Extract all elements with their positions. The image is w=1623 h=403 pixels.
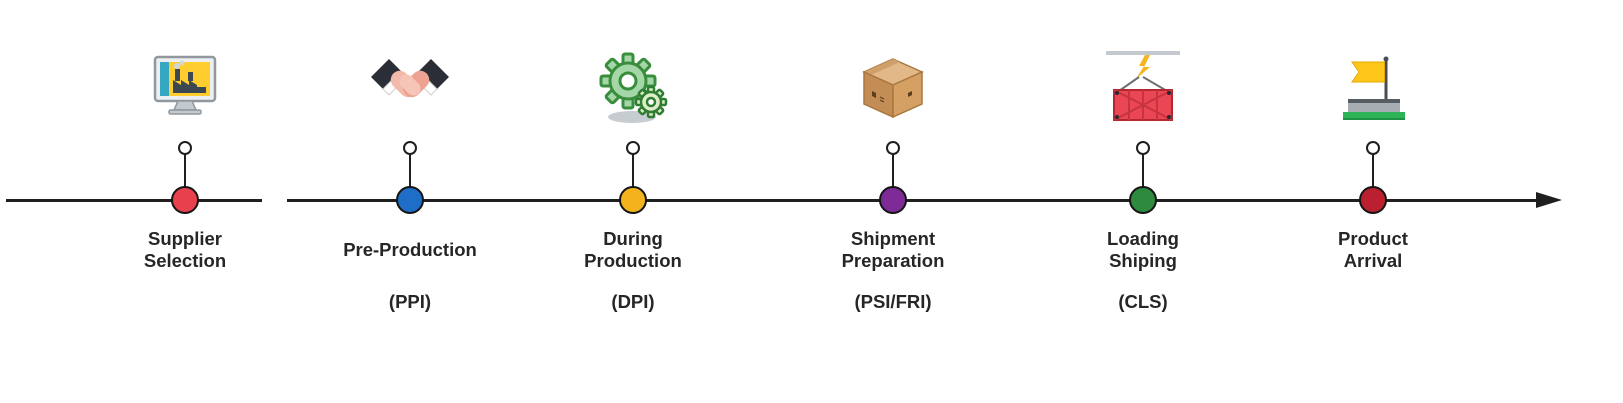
label-line2: Production: [584, 250, 682, 271]
label-line2: Selection: [143, 250, 227, 271]
label-line2: Preparation: [841, 250, 945, 271]
factory-monitor-icon: [140, 47, 230, 137]
connector-stem: [1372, 154, 1374, 187]
timeline-axis-segment-2: [287, 199, 1538, 202]
milestone-acronym: (PSI/FRI): [854, 291, 932, 312]
label-line1: Pre-Production: [343, 239, 477, 260]
gears-icon-svg: [599, 52, 668, 123]
handshake-icon-svg: [371, 59, 449, 98]
milestone-acronym: (PPI): [388, 291, 432, 312]
factory-monitor-icon-svg: [153, 55, 217, 115]
connector-stem: [184, 154, 186, 187]
connector-circle: [1366, 141, 1380, 155]
label-line1: Loading: [1107, 228, 1179, 249]
arrival-flag-icon-svg: [1343, 56, 1405, 120]
gears-icon: [588, 47, 678, 137]
milestone-label: Supplier Selection: [75, 227, 295, 273]
cardboard-box-icon: [848, 47, 938, 137]
cargo-container-icon-svg: [1106, 51, 1180, 121]
label-line1: Shipment: [850, 228, 936, 249]
milestone-dot: [1129, 186, 1157, 214]
label-line1: Supplier: [147, 228, 222, 249]
label-line1: During: [603, 228, 663, 249]
connector-circle: [403, 141, 417, 155]
connector-circle: [626, 141, 640, 155]
label-line2: Shiping: [1109, 250, 1177, 271]
milestone-label: Pre-Production: [300, 227, 520, 273]
label-line1: Product: [1338, 228, 1408, 249]
milestone-label: Loading Shiping: [1033, 227, 1253, 273]
milestone-label: During Production: [523, 227, 743, 273]
arrival-flag-icon: [1328, 47, 1418, 137]
cardboard-box-icon-svg: [862, 58, 924, 119]
connector-stem: [409, 154, 411, 187]
milestone-dot: [396, 186, 424, 214]
milestone-dot: [619, 186, 647, 214]
connector-stem: [632, 154, 634, 187]
milestone-dot: [1359, 186, 1387, 214]
connector-circle: [1136, 141, 1150, 155]
milestone-dot: [171, 186, 199, 214]
milestone-label: Shipment Preparation: [783, 227, 1003, 273]
connector-circle: [886, 141, 900, 155]
cargo-container-icon: [1098, 47, 1188, 137]
handshake-icon: [365, 47, 455, 137]
timeline-arrowhead: [1536, 191, 1562, 208]
timeline-axis-segment-1: [6, 199, 262, 202]
connector-stem: [1142, 154, 1144, 187]
milestone-acronym: (DPI): [611, 291, 655, 312]
milestone-label: Product Arrival: [1263, 227, 1483, 273]
milestone-acronym: (CLS): [1118, 291, 1168, 312]
connector-stem: [892, 154, 894, 187]
label-line2: Arrival: [1343, 250, 1403, 271]
connector-circle: [178, 141, 192, 155]
milestone-dot: [879, 186, 907, 214]
